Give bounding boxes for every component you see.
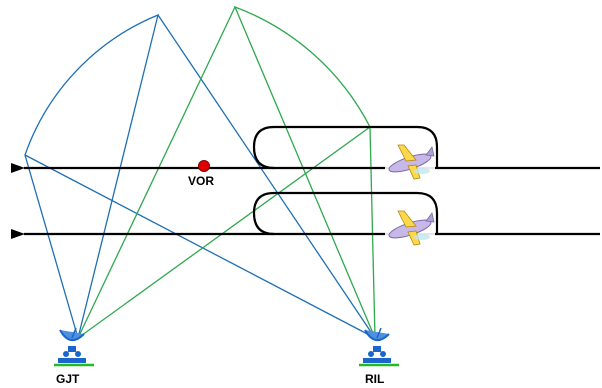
coverage-line-right-lower bbox=[77, 126, 371, 339]
coverage-line-left-lower bbox=[24, 154, 376, 339]
airplane-icon bbox=[385, 210, 435, 246]
vor-marker-icon bbox=[198, 160, 210, 172]
coverage-line-left-to-right bbox=[157, 14, 376, 339]
radar-dish-icon bbox=[54, 327, 94, 367]
holding-pattern-lower bbox=[252, 191, 439, 236]
radar-dish-icon bbox=[359, 327, 399, 367]
station-label-left: GJT bbox=[56, 372, 80, 386]
holding-pattern-upper bbox=[252, 125, 439, 170]
station-label-right: RIL bbox=[365, 372, 384, 386]
coverage-line-right-to-left bbox=[77, 6, 236, 339]
coverage-sector-right bbox=[233, 5, 376, 339]
airplane-icon bbox=[385, 144, 435, 180]
vor-label: VOR bbox=[188, 174, 214, 188]
coverage-sector-left bbox=[24, 13, 159, 341]
